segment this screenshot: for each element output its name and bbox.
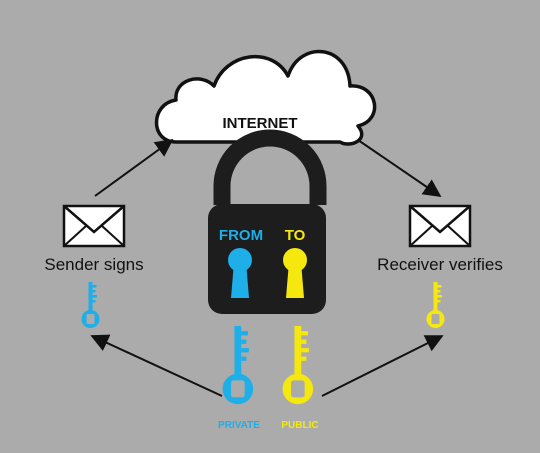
from-keyhole	[228, 248, 252, 298]
sender-label: Sender signs	[44, 255, 143, 274]
public-key-icon	[282, 326, 314, 405]
to-keyhole	[283, 248, 307, 298]
private-key-label: PRIVATE	[218, 420, 260, 431]
arrow-sender-to-internet	[94, 138, 174, 197]
lock-to-label: TO	[285, 227, 306, 244]
sender-private-key-icon	[81, 282, 100, 328]
flow-arrows	[90, 138, 444, 397]
padlock-icon: FROM TO	[208, 129, 327, 314]
receiver-label: Receiver verifies	[377, 255, 503, 274]
arrow-public-key-to-receiver	[321, 335, 444, 397]
receiver-envelope-icon	[408, 204, 472, 248]
sender-envelope-icon	[62, 204, 126, 248]
arrow-private-key-to-sender	[90, 334, 223, 397]
arrow-internet-to-receiver	[357, 139, 442, 198]
lock-from-label: FROM	[219, 227, 263, 244]
receiver-public-key-icon	[426, 282, 445, 328]
public-key-label: PUBLIC	[281, 420, 318, 431]
internet-label: INTERNET	[223, 115, 298, 132]
private-key-icon	[222, 326, 254, 405]
internet-cloud: INTERNET	[154, 49, 377, 146]
